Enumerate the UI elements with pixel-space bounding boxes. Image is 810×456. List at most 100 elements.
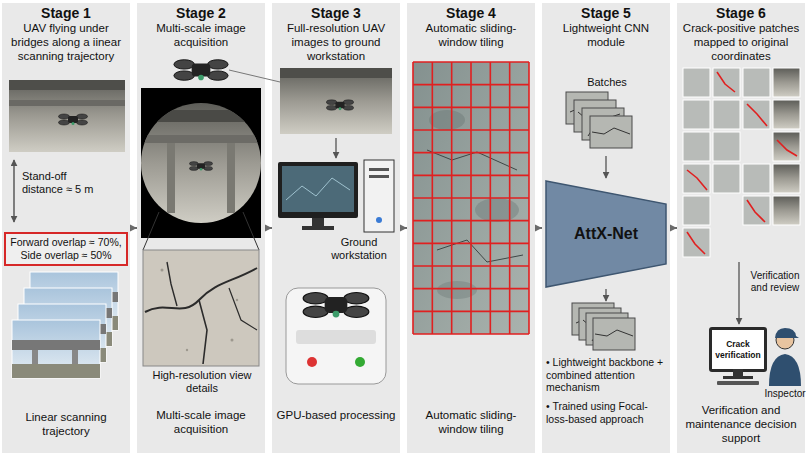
stage2-art-shape [231,339,234,342]
stage3-art-shape [286,288,386,384]
stage2-art-shape-shape [141,110,261,122]
stage1-art-shape-shape [30,316,118,330]
stage6-art-shape [713,132,740,161]
stage5-art-shape-shape [590,116,632,148]
stage6-art-shape [773,68,800,97]
stage1-art-shape-shape [32,350,38,364]
stage1-art [9,80,125,378]
stage1-art-shape-shape [12,364,100,378]
stage5-art-shape [572,303,614,335]
stage5-art-shape-shape [578,112,614,124]
stage-panel: Stage 4Automatic sliding-window tilingAu… [407,3,535,453]
stage6-art-shape [773,164,800,193]
stage2-art-shape [229,288,257,330]
stage6-art-shape [775,328,799,338]
stage-subtitle: UAV flying under bridges along a iinear … [4,22,128,63]
stage1-art-shape-shape [18,348,106,362]
stage6-art-shape [733,369,743,376]
stage-caption: GPU-based processing [274,409,398,423]
stage-heading: Stage 5 [544,5,668,22]
stage5-art-shape-shape [579,308,621,340]
stage5-art-shape-shape [574,100,616,132]
stage5-art-shape [593,318,635,350]
stage3-art-shape [303,293,369,318]
stage5-art-shape [590,116,632,148]
stage2-art [141,60,280,366]
box-text: AttX-Net [574,224,638,243]
stage6-art-shape [743,100,770,129]
box-text: Crack verification [712,339,764,359]
stage2-art-shape [243,212,259,250]
stage5-art-shape-shape [572,303,614,335]
stage1-art-shape [13,160,14,222]
stage1-art-shape [9,80,125,90]
stage5-art-shape-shape [583,320,619,332]
stage-caption: Automatic sliding-window tiling [409,409,533,437]
stage5-art-shape [582,108,624,140]
stage6-art-shape [773,132,800,161]
stage1-art-shape [30,272,118,330]
stage6-art-shape [683,68,710,97]
stage1-art-shape-shape [30,292,118,302]
stage-heading: Stage 6 [679,5,803,22]
stage1-art-shape [9,80,125,152]
stage2-art-shape [186,349,188,351]
stage-panel: Stage 6Crack-positive patches mapped to … [677,3,805,453]
stage6-art-shape [743,68,770,97]
stage1-art-shape-shape [72,350,78,364]
stage-heading: Stage 2 [139,5,263,22]
stage5-art-shape [586,313,628,345]
stage2-art-shape [174,60,228,81]
stage2-art-shape [236,299,238,301]
stage1-art-shape-shape [24,288,112,346]
stage6-art-shape [777,140,797,156]
flow-arrow [535,227,542,229]
stage6-art-shape [747,104,767,126]
stage3-art-shape [355,357,365,367]
stage2-art-shape [199,300,207,364]
stage1-art-shape-shape [90,302,96,316]
flow-arrow [265,227,272,229]
box-text: Forward overlap ≈ 70%, Side overlap ≈ 50… [6,236,126,261]
network-outline [546,181,666,287]
stage3-art-shape [286,178,350,200]
stage6-art-shape [713,164,740,193]
stage-panel: Stage 3Full-resolution UAV images to gro… [272,3,400,453]
stage1-art-shape-shape [24,332,112,346]
stage2-art-shape [167,262,177,306]
stage3-art [278,68,394,384]
flow-arrow [400,227,407,229]
stage6-art-shape [769,354,801,386]
stage-subtitle: Crack-positive patches mapped to origina… [679,22,803,63]
stage6-art-shape [687,170,707,190]
stage1-art-shape-shape [44,318,50,332]
stage5-art-shape-shape [595,330,633,336]
stage3-art-shape [282,166,354,212]
stage5-art [566,92,635,350]
stage5-art-shape [566,92,608,124]
stage3-art-shape [369,175,389,178]
stage6-art-shape [683,196,710,225]
stage6-art-shape [776,331,794,349]
stage-heading: Stage 4 [409,5,533,22]
stage6-art-shape [713,100,740,129]
stage3-art-shape [369,168,389,171]
stage-caption: Verification and maintenance decision su… [679,404,803,445]
stage6-art-shape [743,196,770,225]
stage5-art-shape-shape [582,108,624,140]
stage6-art-shape [683,228,710,257]
stage1-art-shape-shape [12,320,100,378]
stage3-art-shape [364,160,394,232]
stage6-art-shape [773,196,800,225]
stage5-art-shape [605,289,606,301]
stage2-art-shape [141,88,261,238]
stage1-art-shape-shape [18,324,106,334]
stage2-art-shape [143,250,259,366]
stage-panel: Stage 1UAV flying under bridges along a … [2,3,130,453]
stage1-art-shape-shape [12,340,100,350]
stage2-art-shape [143,212,159,250]
stage-subtitle: Multi-scale image acquisition [139,22,263,50]
stage3-art-shape [278,162,358,218]
stage2-art-shape [141,110,261,213]
